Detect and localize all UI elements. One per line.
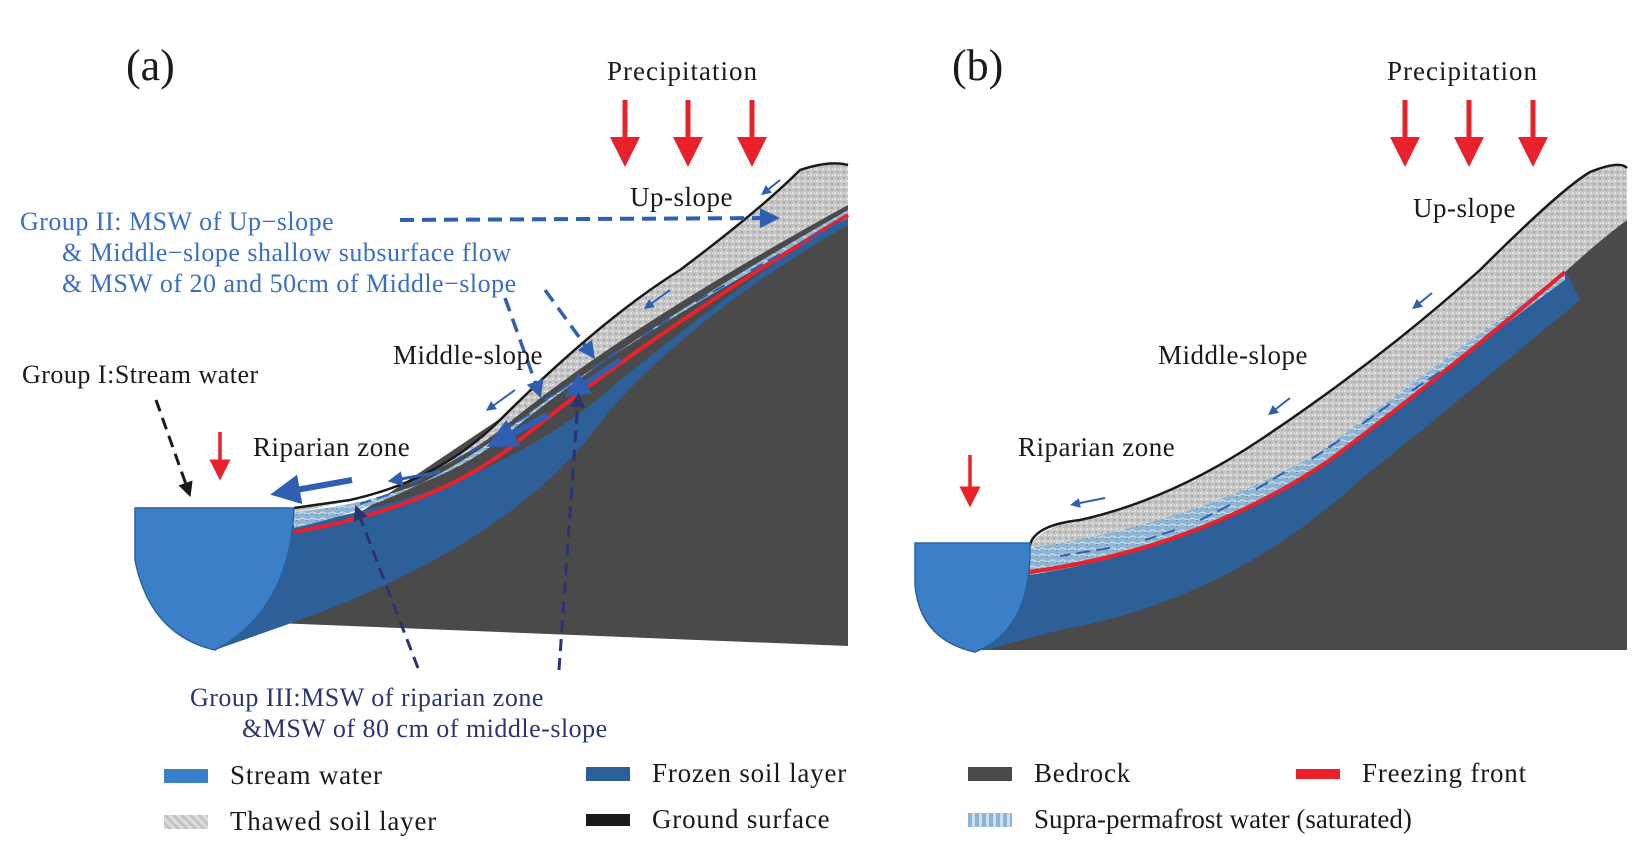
panel-a-flow-arrows [270, 179, 841, 505]
freezing-front-swatch [1296, 768, 1340, 779]
flow-arrow-riparian [270, 474, 353, 505]
legend-supra-permafrost-water: Supra-permafrost water (saturated) [968, 804, 1412, 835]
group3-arrow [353, 504, 420, 669]
panel-a-precipitation-label: Precipitation [607, 56, 758, 86]
panel-a-riparian-label: Riparian zone [253, 432, 411, 462]
flow-arrows-saturated [359, 221, 841, 505]
stream-water-swatch [164, 768, 208, 783]
group2-arrow [399, 208, 780, 229]
flow-arrow [1070, 497, 1106, 508]
legend-label: Frozen soil layer [652, 758, 848, 788]
panel-a-up-slope-label: Up-slope [630, 182, 733, 212]
panel-b-saturated-zone [1030, 272, 1565, 575]
panel-b-ground-surface [1028, 163, 1628, 546]
group2-annotation: Group II: MSW of Up−slope & Middle−slope… [20, 206, 517, 299]
panel-b-frozen-layer [985, 270, 1580, 650]
legend-label: Bedrock [1034, 758, 1132, 788]
flow-arrow [1268, 397, 1291, 416]
panel-b-precipitation-label: Precipitation [1387, 56, 1538, 86]
flow-arrow-main [486, 412, 550, 447]
group3-line2: &MSW of 80 cm of middle-slope [242, 714, 608, 743]
legend-ground-surface: Ground surface [586, 804, 830, 835]
panel-b-thawed-layer [1030, 164, 1627, 549]
supra-permafrost-water-swatch [968, 812, 1012, 827]
legend-freezing-front: Freezing front [1296, 758, 1527, 789]
legend-bedrock: Bedrock [968, 758, 1131, 789]
panel-b-stream-water [915, 543, 1031, 652]
frozen-soil-swatch [586, 766, 630, 781]
panel-a-precipitation-arrows [209, 100, 767, 481]
legend-label: Freezing front [1362, 758, 1527, 788]
panel-b-label: (b) [952, 41, 1004, 90]
legend-frozen-soil: Frozen soil layer [586, 758, 847, 789]
group3-line1: Group III:MSW of riparian zone [190, 683, 544, 712]
group1-label: Group I:Stream water [22, 360, 259, 389]
panel-b-middle-slope-label: Middle-slope [1158, 340, 1308, 370]
group2-arrow [543, 288, 596, 360]
panel-a-label: (a) [126, 41, 175, 90]
group2-line1: Group II: MSW of Up−slope [20, 207, 335, 236]
panel-a-frozen-layer [215, 210, 848, 650]
panel-a-group-arrows [154, 208, 780, 671]
group2-arrow [503, 297, 544, 399]
panel-a-middle-slope-label: Middle-slope [393, 340, 543, 370]
panel-a-ground-surface [293, 162, 849, 510]
panel-a-cross-section [134, 162, 850, 651]
panel-b-precipitation-arrows [959, 100, 1548, 508]
panel-a-thawed-layer [294, 163, 848, 513]
legend-label: Supra-permafrost water (saturated) [1034, 804, 1412, 834]
panel-a-freezing-front [293, 213, 850, 534]
flow-arrow [485, 389, 516, 411]
legend-label: Ground surface [652, 804, 831, 834]
group3-annotation: Group III:MSW of riparian zone &MSW of 8… [190, 682, 608, 744]
flow-arrow-main [564, 357, 622, 397]
group2-line2: & Middle−slope shallow subsurface flow [62, 238, 512, 267]
panel-b-cross-section [914, 163, 1628, 653]
group3-arrow [557, 392, 585, 671]
flow-arrow [761, 179, 781, 196]
panel-a-stream-water [135, 508, 294, 650]
group1-arrow [154, 399, 193, 498]
panel-b-up-slope-label: Up-slope [1413, 193, 1516, 223]
panel-b-flow-arrows [1059, 292, 1441, 557]
group2-line3: & MSW of 20 and 50cm of Middle−slope [62, 269, 517, 298]
bedrock-swatch [968, 766, 1012, 781]
legend-thawed-soil: Thawed soil layer [164, 806, 437, 837]
legend-label: Stream water [230, 760, 383, 790]
panel-b-freezing-front [1029, 270, 1567, 574]
legend-label: Thawed soil layer [230, 806, 438, 836]
flow-arrow [1412, 292, 1433, 310]
panel-b-riparian-label: Riparian zone [1018, 432, 1176, 462]
flow-arrow [643, 289, 671, 309]
legend-stream-water: Stream water [164, 760, 383, 791]
ground-surface-swatch [586, 813, 630, 826]
thawed-soil-swatch [164, 814, 208, 829]
